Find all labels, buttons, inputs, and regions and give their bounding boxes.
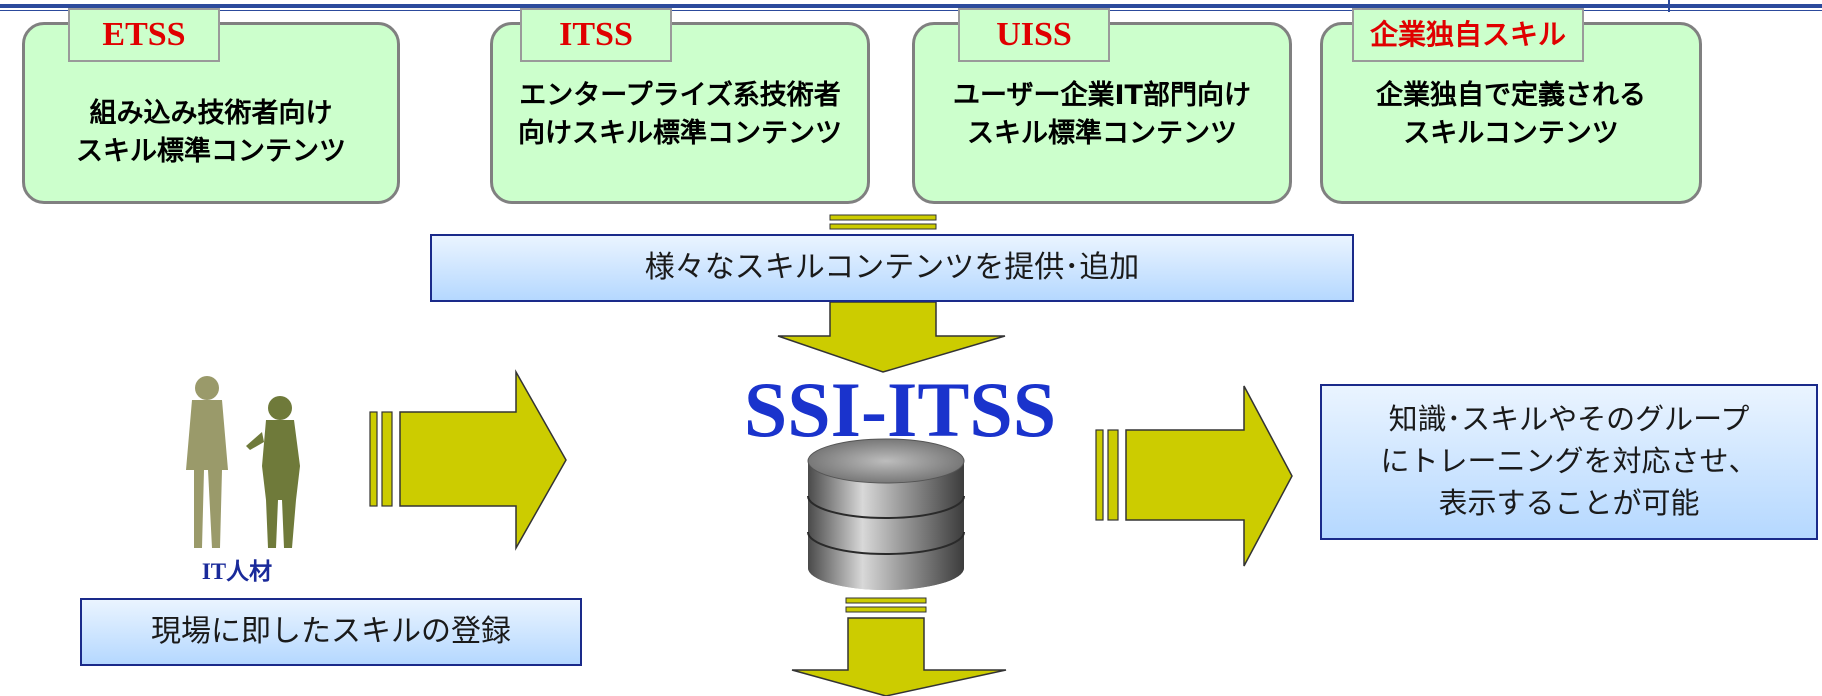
database-cylinder-icon [807, 438, 965, 590]
it-person-label: IT人材 [201, 559, 273, 584]
card-etss-line-1: 組み込み技術者向け [89, 98, 333, 129]
card-itss: エンタープライズ系技術者 向けスキル標準コンテンツ [490, 22, 870, 204]
card-uiss-line-1: ユーザー企業IT部門向け [953, 80, 1251, 111]
tag-itss: ITSS [520, 8, 672, 62]
training-mapping-box: 知識･スキルやそのグループ にトレーニングを対応させ、 表示することが可能 [1320, 384, 1818, 540]
training-line-3: 表示することが可能 [1438, 486, 1700, 520]
silhouette-people-icon [186, 376, 300, 548]
down-arrow-top [829, 214, 937, 230]
down-arrow-bottom [791, 597, 1007, 696]
training-line-2: にトレーニングを対応させ、 [1380, 444, 1758, 478]
card-custom-line-2: スキルコンテンツ [1403, 118, 1619, 149]
training-line-1: 知識･スキルやそのグループ [1388, 402, 1750, 436]
right-arrow-right [1095, 385, 1293, 567]
tag-etss: ETSS [68, 8, 220, 62]
provide-skill-contents-banner: 様々なスキルコンテンツを提供･追加 [430, 234, 1354, 302]
tag-custom-skill: 企業独自スキル [1352, 8, 1584, 62]
card-itss-line-1: エンタープライズ系技術者 [519, 80, 841, 111]
header-rule-thick [0, 4, 1822, 8]
card-itss-line-2: 向けスキル標準コンテンツ [518, 118, 842, 149]
card-etss-line-2: スキル標準コンテンツ [76, 136, 346, 167]
tag-uiss: UISS [958, 8, 1110, 62]
card-custom-line-1: 企業独自で定義される [1376, 80, 1646, 111]
header-rule-tick [1668, 0, 1670, 12]
card-uiss-line-2: スキル標準コンテンツ [967, 118, 1237, 149]
down-arrow-to-db [777, 301, 1006, 373]
header-rule-thin [0, 10, 1822, 11]
skill-registration-box: 現場に即したスキルの登録 [80, 598, 582, 666]
system-name-title: SSI-ITSS [743, 366, 1057, 453]
right-arrow-left [369, 369, 567, 551]
